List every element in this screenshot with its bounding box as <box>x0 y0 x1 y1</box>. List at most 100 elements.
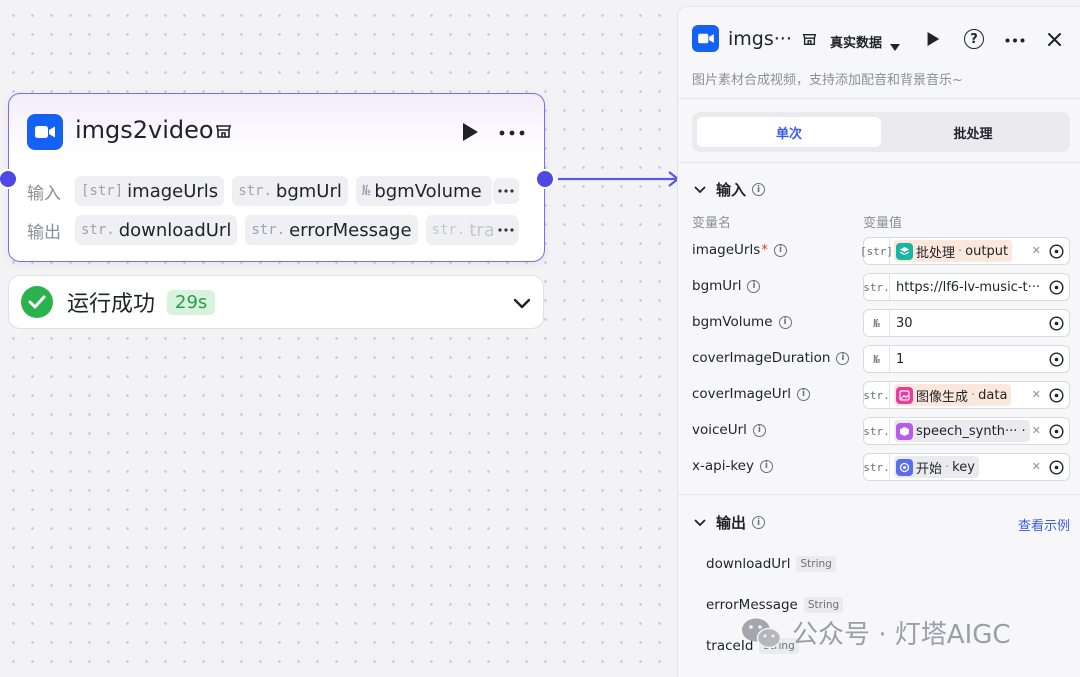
type-label: str. <box>863 382 890 408</box>
input-section-label: 输入 <box>716 181 747 199</box>
clear-icon[interactable]: ✕ <box>1031 460 1041 473</box>
variable-reference-tag: 批处理·output <box>894 240 1013 262</box>
param-value-field[interactable]: № 1 <box>863 345 1070 373</box>
info-icon[interactable]: i <box>747 279 761 293</box>
param-value-field[interactable]: str. speech_synth··· · ✕ <box>863 417 1070 445</box>
cube-icon <box>896 422 913 440</box>
ref-source: 批处理 <box>916 245 956 261</box>
info-icon[interactable]: i <box>752 516 766 529</box>
info-icon[interactable]: i <box>752 423 766 437</box>
param-value-field[interactable]: str. https://lf6-lv-music-t··· <box>863 273 1070 301</box>
tab-single[interactable]: 单次 <box>697 117 881 147</box>
variable-reference-tag: speech_synth··· · <box>894 420 1030 442</box>
output-section-label: 输出 <box>716 514 747 532</box>
info-icon[interactable]: i <box>778 315 792 329</box>
param-value-field[interactable]: [str] 批处理·output ✕ <box>860 237 1070 265</box>
tab-batch[interactable]: 批处理 <box>953 126 993 142</box>
info-icon[interactable]: i <box>759 459 773 473</box>
input-section-header[interactable]: 输入 i <box>694 179 766 200</box>
output-name: traceId <box>706 638 754 654</box>
target-picker-icon[interactable] <box>1049 460 1064 479</box>
param-value: https://lf6-lv-music-t··· <box>896 279 1041 295</box>
node-title: imgs2video <box>75 116 214 144</box>
type-label: № <box>864 310 890 336</box>
type-label: № <box>864 346 890 372</box>
param-value-field[interactable]: str. 开始·key ✕ <box>863 453 1070 481</box>
variable-reference-tag: 开始·key <box>894 456 979 478</box>
param-value-field[interactable]: № 30 <box>863 309 1070 337</box>
data-mode-select[interactable]: 真实数据 <box>830 36 883 51</box>
divider <box>678 494 1080 495</box>
run-node-button[interactable] <box>926 31 940 51</box>
status-text: 运行成功 <box>67 292 156 317</box>
success-check-icon <box>21 286 53 318</box>
column-header-name: 变量名 <box>692 216 732 231</box>
status-duration-badge: 29s <box>167 289 216 315</box>
info-icon[interactable]: i <box>752 183 766 196</box>
clear-icon[interactable]: ✕ <box>1031 244 1041 257</box>
help-icon[interactable]: ? <box>964 29 984 49</box>
run-node-button[interactable] <box>461 122 479 146</box>
target-picker-icon[interactable] <box>1049 244 1064 263</box>
param-name: bgmVolume <box>692 314 773 330</box>
column-header-value: 变量值 <box>863 216 903 231</box>
divider <box>678 98 1080 99</box>
ref-field: data <box>978 387 1008 403</box>
type-label: str. <box>863 274 890 300</box>
target-picker-icon[interactable] <box>1049 352 1064 371</box>
watermark: 公众号 · 灯塔AIGC <box>740 614 1011 651</box>
ref-source: 开始 <box>916 461 943 477</box>
inputs-label: 输入 <box>27 183 61 204</box>
plugin-store-icon <box>802 32 817 51</box>
node-config-panel: imgs··· 真实数据 ? 图片素材合成视频，支持添加配音和背景音乐~ 单次 … <box>677 6 1080 677</box>
run-status-card[interactable]: 运行成功 29s <box>8 275 544 329</box>
node-more-button[interactable] <box>499 122 525 138</box>
param-value-field[interactable]: str. 图像生成·data ✕ <box>863 381 1070 409</box>
output-section-header[interactable]: 输出 i <box>694 512 766 533</box>
video-camera-icon <box>692 25 719 52</box>
start-icon <box>896 458 913 476</box>
type-label: str. <box>863 454 890 480</box>
variable-reference-tag: 图像生成·data <box>894 384 1012 406</box>
param-name: x-api-key <box>692 458 754 474</box>
close-icon[interactable] <box>1047 32 1062 51</box>
output-name: downloadUrl <box>706 556 791 572</box>
panel-more-button[interactable] <box>1005 27 1025 48</box>
required-marker: * <box>761 242 769 258</box>
target-picker-icon[interactable] <box>1049 388 1064 407</box>
output-type-badge: String <box>796 556 836 572</box>
chevron-down-icon <box>694 518 706 526</box>
outputs-more-button[interactable] <box>493 217 519 243</box>
type-label: [str] <box>860 238 893 264</box>
clear-icon[interactable]: ✕ <box>1031 424 1041 437</box>
caret-down-icon[interactable] <box>890 36 900 55</box>
info-icon[interactable]: i <box>836 351 850 365</box>
target-picker-icon[interactable] <box>1049 424 1064 443</box>
param-row-voiceUrl: voiceUrl i str. speech_synth··· · ✕ <box>692 417 1072 445</box>
target-picker-icon[interactable] <box>1049 280 1064 299</box>
info-icon[interactable]: i <box>797 387 810 401</box>
chevron-down-icon[interactable] <box>513 294 531 313</box>
workflow-node-imgs2video[interactable]: imgs2video 输入 [str]imageUrls str.bgmUrl … <box>8 93 545 262</box>
output-type-badge: String <box>803 597 844 613</box>
output-port[interactable] <box>535 169 555 189</box>
info-icon[interactable]: i <box>774 243 788 257</box>
param-row-imageUrls: imageUrls*i [str] 批处理·output ✕ <box>692 237 1072 265</box>
clear-icon[interactable]: ✕ <box>1031 388 1041 401</box>
input-chip: str.bgmUrl <box>232 176 348 206</box>
ref-source: speech_synth··· · <box>916 423 1026 439</box>
input-port[interactable] <box>0 169 18 189</box>
param-name: voiceUrl <box>692 422 747 438</box>
run-mode-tabs: 单次 批处理 <box>692 112 1070 152</box>
target-picker-icon[interactable] <box>1049 316 1064 335</box>
wechat-icon <box>742 618 782 648</box>
panel-description: 图片素材合成视频，支持添加配音和背景音乐~ <box>692 73 963 88</box>
connection-edge[interactable] <box>548 170 680 190</box>
inputs-more-button[interactable] <box>493 178 519 204</box>
param-value: 1 <box>896 351 905 367</box>
see-example-link[interactable]: 查看示例 <box>1018 519 1071 534</box>
watermark-text: 公众号 · 灯塔AIGC <box>792 620 1011 650</box>
